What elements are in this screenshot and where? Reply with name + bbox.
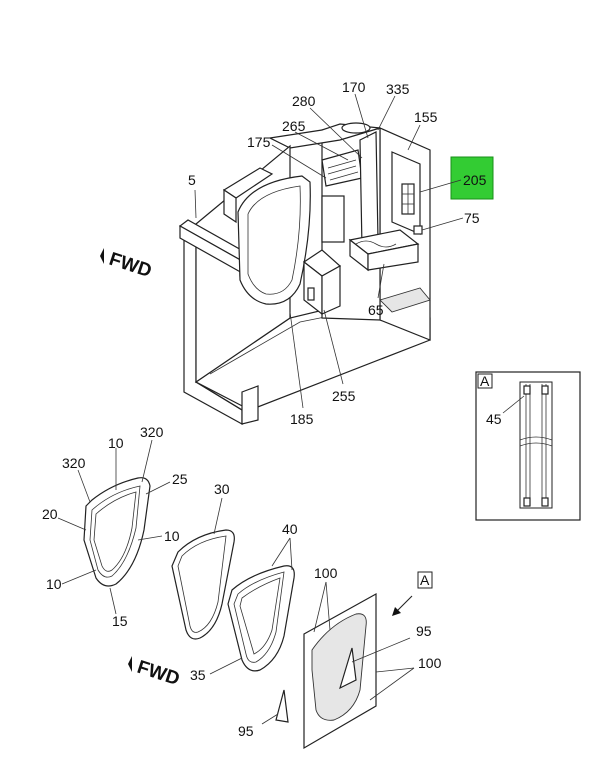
fwd-indicator-bottom: FWD — [128, 656, 182, 690]
cab-assembly — [178, 122, 431, 426]
callout-10-top: 10 — [108, 435, 124, 451]
callout-65: 65 — [368, 302, 384, 318]
view-a-inset: A — [475, 371, 581, 521]
callout-170: 170 — [342, 79, 366, 95]
view-a-label: A — [480, 373, 490, 389]
callout-25: 25 — [172, 471, 188, 487]
callout-100-top: 100 — [314, 565, 338, 581]
leader-lines-top — [194, 93, 464, 409]
callout-5: 5 — [188, 172, 196, 188]
callout-labels: 170 335 280 155 265 175 205 5 75 65 255 … — [42, 79, 502, 739]
fwd-indicator-top: FWD — [100, 248, 154, 282]
callout-45: 45 — [486, 411, 502, 427]
callout-265: 265 — [282, 118, 306, 134]
callout-40: 40 — [282, 521, 298, 537]
callout-155: 155 — [414, 109, 438, 125]
callout-280: 280 — [292, 93, 316, 109]
callout-10-left: 10 — [46, 576, 62, 592]
callout-95-right: 95 — [416, 623, 432, 639]
callout-320-left: 320 — [62, 455, 86, 471]
highlight-box-205 — [450, 156, 494, 200]
callout-100-right: 100 — [418, 655, 442, 671]
callout-10-right: 10 — [164, 528, 180, 544]
callout-175: 175 — [247, 134, 271, 150]
door-panel-assembly — [275, 592, 377, 750]
window-glass-assembly — [83, 477, 151, 587]
callout-255: 255 — [332, 388, 356, 404]
callout-20: 20 — [42, 506, 58, 522]
callout-320-right: 320 — [140, 424, 164, 440]
leader-lines-bottom — [57, 439, 415, 725]
fwd-label-top: FWD — [106, 249, 154, 282]
callout-205: 205 — [463, 172, 487, 188]
callout-15: 15 — [112, 613, 128, 629]
callout-335: 335 — [386, 81, 410, 97]
callout-35: 35 — [190, 667, 206, 683]
callout-95-bottom: 95 — [238, 723, 254, 739]
callout-75: 75 — [464, 210, 480, 226]
view-a-ref-label: A — [420, 572, 430, 588]
view-a-arrow: A — [392, 571, 433, 616]
window-seal-40 — [227, 565, 295, 672]
callout-30: 30 — [214, 481, 230, 497]
callout-185: 185 — [290, 411, 314, 427]
fwd-label-bottom: FWD — [134, 657, 182, 690]
window-seal-30 — [171, 529, 235, 640]
